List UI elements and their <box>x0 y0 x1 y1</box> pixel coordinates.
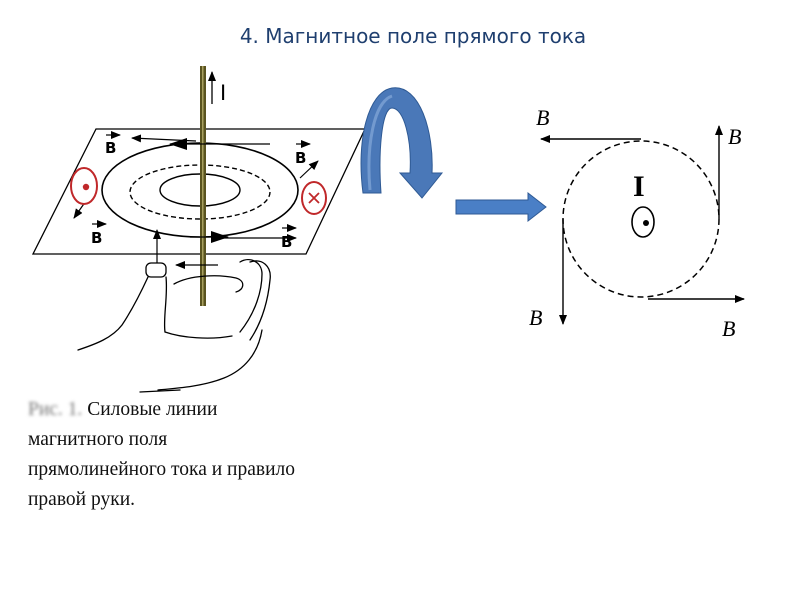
b-label-left: B <box>529 305 542 330</box>
b-vector-upper-right <box>299 160 319 179</box>
field-arrow-top-2 <box>131 134 197 143</box>
slide-title: 4. Магнитное поле прямого тока <box>239 24 587 48</box>
svg-text:B: B <box>295 149 306 167</box>
svg-text:B: B <box>105 139 116 157</box>
caption-line-2: магнитного поля <box>28 429 168 450</box>
right-figure: I B B B B <box>529 105 745 341</box>
straight-transition-arrow <box>455 191 547 223</box>
left-figure: I B B B B <box>31 66 367 393</box>
b-label-bottom: B <box>722 316 735 341</box>
field-plane <box>31 128 367 255</box>
conductor-cross-section <box>631 206 655 238</box>
caption-line-1: Рис. 1. Силовые линии <box>28 395 408 425</box>
figure-caption: Рис. 1. Силовые линии магнитного поля пр… <box>28 395 408 515</box>
current-label-left: I <box>220 81 226 105</box>
curved-transition-arrow <box>360 87 444 199</box>
svg-text:B: B <box>281 233 292 251</box>
right-hand-sketch <box>77 259 271 393</box>
svg-text:B: B <box>91 229 102 247</box>
caption-prefix: Рис. 1. <box>28 399 83 420</box>
caption-text-1: Силовые линии <box>87 399 218 420</box>
field-line-middle <box>129 164 271 220</box>
b-label-top-right: B <box>295 140 311 167</box>
field-in-marker <box>301 181 327 215</box>
caption-line-4: правой руки. <box>28 489 136 510</box>
field-out-marker <box>70 167 98 205</box>
b-label-bottom-right: B <box>281 224 297 251</box>
b-label-top: B <box>536 105 549 130</box>
caption-line-3: прямолинейного тока и правило <box>28 459 296 480</box>
b-label-right: B <box>728 124 741 149</box>
b-label-bottom-left: B <box>91 220 107 247</box>
current-label-right: I <box>633 170 645 203</box>
b-label-top-left: B <box>105 131 121 157</box>
